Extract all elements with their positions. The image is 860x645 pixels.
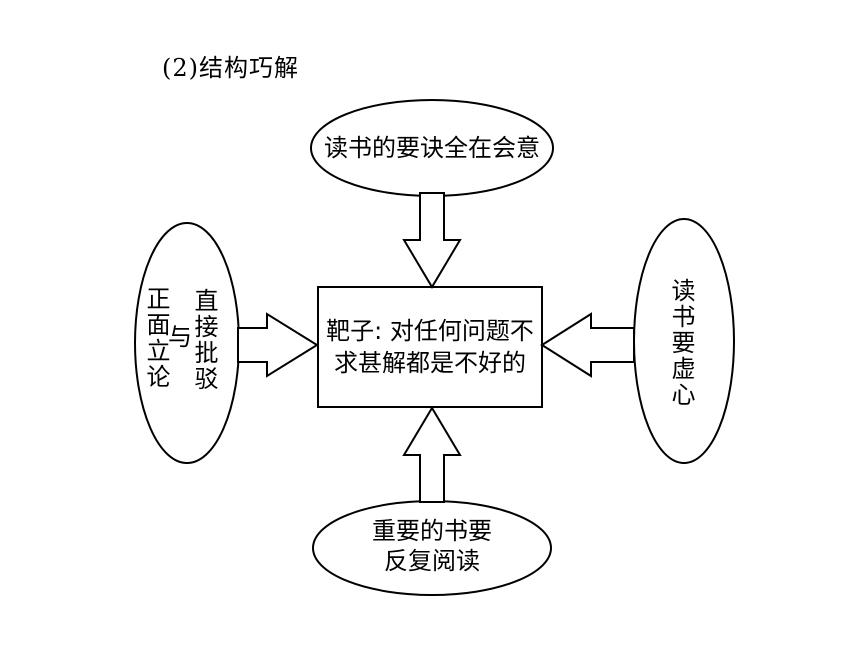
arrow-up	[402, 406, 462, 503]
arrow-down	[402, 192, 462, 289]
bottom-node-line1: 重要的书要	[372, 517, 492, 545]
left-node-col2: 正面立论	[142, 286, 170, 390]
arrow-right	[237, 312, 319, 378]
bottom-node-line2: 反复阅读	[384, 547, 480, 575]
center-box-frame	[317, 286, 543, 408]
center-text-line2: 求甚解都是不好的	[334, 349, 526, 377]
left-node-connector: 与	[168, 323, 192, 351]
section-heading: (2)结构巧解	[162, 54, 299, 82]
left-node-col1: 直接批驳	[190, 288, 218, 392]
top-node-text: 读书的要诀全在会意	[324, 134, 540, 162]
center-box: 靶子: 对任何问题不 求甚解都是不好的	[318, 287, 542, 407]
center-text-line1: 靶子: 对任何问题不	[326, 317, 534, 345]
arrow-left	[540, 312, 635, 378]
right-node-text: 读书要虚心	[667, 278, 695, 408]
